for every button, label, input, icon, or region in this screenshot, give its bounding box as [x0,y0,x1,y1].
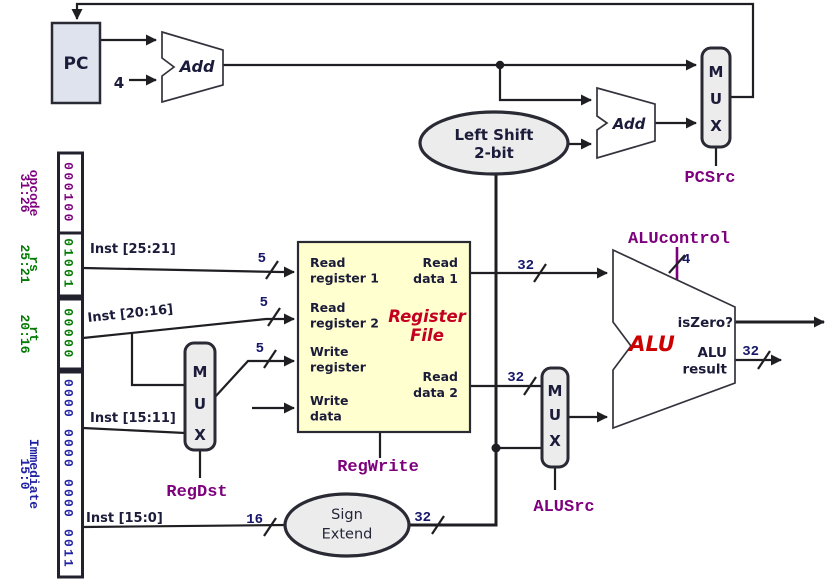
bus-width-32-result: 32 [742,344,759,360]
bus-slash-4-alucontrol [668,254,686,274]
mux-letter: M [193,363,208,381]
bus-slash-32-readdata1 [533,263,547,283]
field-rt-name: rt [26,326,41,342]
left-shift-block [418,110,570,176]
alu-block [612,248,736,430]
pc-increment-label: 4 [114,74,124,92]
sign-extend-block [283,492,411,558]
regwrite-label: RegWrite [337,458,419,477]
field-rs-range: 25:21 [17,244,32,283]
bus-slash-5-rr1 [265,260,279,280]
field-rt-value: 00000 [61,308,76,360]
mux-pcsrc [700,46,732,149]
add-branch-label: Add [612,115,646,133]
add-pc4-block [161,30,224,104]
inst-25-21-label: Inst [25:21] [90,242,176,257]
bus-slash-32-readdata2 [523,376,537,396]
mux-letter: X [194,426,206,444]
mux-alusrc [540,366,570,469]
wire-inst-25-21 [82,266,295,278]
alu-iszero-label: isZero? [678,315,733,331]
bus-width-5-rr2: 5 [260,295,268,311]
wire-inst-15-0 [82,523,286,529]
field-opcode-range: 31:26 [17,173,32,212]
mux-letter: U [194,395,206,413]
instruction-field-labels: 31:26 opcode 000100 25:21 rs 01001 20:16… [17,162,76,569]
wire-pc-feedback [71,2,755,99]
field-rt-box [57,297,84,371]
field-rs-box [57,231,84,298]
junction-dot-pc4 [495,60,505,70]
field-immediate-box [57,370,84,579]
field-rs-name: rs [26,256,41,272]
junction-dot-signextend [491,443,501,453]
inst-20-16-label: Inst [20:16] [87,302,174,326]
field-opcode-value: 000100 [61,162,76,224]
mux-letter: X [710,117,722,135]
mux-regdst-letters: M U X [193,363,208,444]
mux-letter: U [549,406,561,424]
inst-15-0-label: Inst [15:0] [86,511,163,526]
field-immediate-value: 0000 0000 0000 0011 [61,379,76,569]
add-branch-block [596,86,656,160]
field-immediate-range: 15:0 [17,458,32,489]
bus-slash-5-wr [263,349,277,369]
wire-layer [71,2,825,529]
alucontrol-label: ALUcontrol [628,230,730,249]
bus-width-5-wr: 5 [256,341,264,357]
mux-alusrc-letters: M U X [548,382,563,450]
wire-muxregdst-out [214,355,295,398]
mux-pcsrc-letters: M U X [709,63,724,135]
bus-slash-16 [263,517,277,537]
mux-regdst [183,341,217,452]
mux-letter: X [549,432,561,450]
bus-slash-32-signextend [431,515,445,535]
mux-letter: M [548,382,563,400]
pcsrc-label: PCSrc [684,169,735,188]
add-pc4-label: Add [178,57,215,76]
pc-block [50,21,102,105]
bus-slash-32-result [757,350,771,370]
regdst-label: RegDst [166,483,227,502]
bus-slash-5-rr2 [267,307,281,327]
mux-letter: U [710,90,722,108]
field-immediate-name: Immediate [26,439,41,509]
bus-width-32-readdata1: 32 [517,258,534,274]
bus-width-16: 16 [246,512,263,528]
wire-inst-15-11 [82,426,186,435]
field-rs-value: 01001 [61,238,76,290]
mux-letter: M [709,63,724,81]
wire-rt-branch-to-muxregdst [130,332,185,387]
alusrc-label: ALUSrc [533,498,594,517]
wire-branch-to-add2 [498,65,592,106]
register-file-block [296,240,472,434]
bus-width-5-rr1: 5 [258,251,266,267]
field-opcode-name: opcode [26,170,41,217]
bus-width-32-readdata2: 32 [507,370,524,386]
pc-label: PC [64,54,89,74]
alu-label: ALU [627,332,675,356]
bus-width-4-alucontrol: 4 [682,252,690,268]
bus-slash-layer [263,254,771,537]
inst-15-11-label: Inst [15:11] [90,411,176,426]
field-rt-range: 20:16 [17,314,32,353]
bus-width-32-signextend: 32 [414,510,431,526]
wire-inst-20-16 [82,313,295,340]
